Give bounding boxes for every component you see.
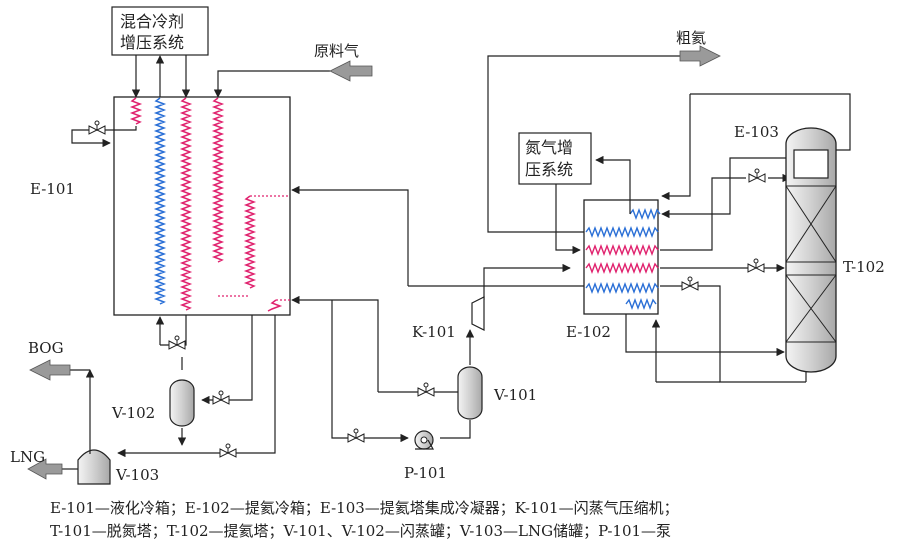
t102-column	[785, 127, 837, 373]
e102-cold-2	[585, 226, 659, 238]
crude-helium-arrow	[679, 45, 721, 67]
v101-vessel	[457, 366, 483, 420]
lng-arrow	[27, 458, 63, 480]
v103-label: V-103	[115, 466, 159, 484]
bog-label: BOG	[28, 339, 64, 357]
feed-hot-stream-2	[243, 195, 257, 289]
n2-compression-box	[518, 132, 592, 185]
n2-box-line1: 氮气增	[525, 138, 573, 157]
n2-box-line2: 压系统	[525, 160, 573, 179]
bog-arrow	[29, 359, 71, 381]
valve-t102-low	[681, 276, 699, 291]
e103-condenser	[793, 149, 829, 179]
mr-compression-box	[111, 6, 209, 56]
e102-cold-box	[583, 199, 659, 315]
e102-cold-4	[625, 298, 657, 310]
p101-label: P-101	[404, 464, 447, 482]
t102-label: T-102	[843, 258, 885, 276]
mr-hot-stream-1	[129, 97, 143, 125]
v102-label: V-102	[111, 404, 155, 422]
valve-t102-top	[748, 168, 766, 183]
e102-hot-2	[585, 262, 659, 274]
lng-label: LNG	[10, 448, 45, 466]
mr-box-line1: 混合冷剂	[120, 12, 184, 31]
e102-hot-1	[585, 244, 659, 256]
valve-t102-mid	[747, 258, 765, 273]
crude-helium-label: 粗氦	[676, 29, 706, 47]
valve-v101	[417, 382, 435, 397]
feed-gas-label: 原料气	[314, 42, 359, 60]
e102-cold-3	[585, 282, 659, 294]
valve-lng	[219, 443, 237, 458]
mr-hot-stream-2	[179, 97, 193, 311]
e101-label: E-101	[30, 180, 75, 198]
feed-gas-arrow	[329, 60, 373, 82]
e103-label: E-103	[734, 123, 779, 141]
legend-line-2: T-101—脱氮塔；T-102—提氦塔；V-101、V-102—闪蒸罐；V-10…	[50, 522, 672, 540]
valve-v102	[212, 390, 230, 405]
e102-cold-1	[629, 208, 661, 220]
e102-label: E-102	[566, 323, 611, 341]
mr-cold-stream	[153, 97, 167, 305]
t102-packing	[785, 185, 837, 343]
valve-e101-left	[88, 120, 106, 135]
feed-hot-stream-3	[267, 299, 283, 312]
v101-label: V-101	[493, 386, 537, 404]
v103-tank	[77, 449, 111, 485]
k101-label: K-101	[412, 323, 456, 341]
legend-line-1: E-101—液化冷箱；E-102—提氦冷箱；E-103—提氦塔集成冷凝器；K-1…	[50, 499, 679, 517]
e101-cold-box	[113, 96, 291, 316]
feed-hot-stream	[211, 97, 225, 263]
mr-box-line2: 增压系统	[120, 33, 184, 52]
valve-pump	[347, 428, 365, 443]
p101-pump	[414, 430, 435, 450]
v102-vessel	[169, 379, 195, 427]
k101-compressor	[471, 296, 485, 331]
valve-e101-bottom	[168, 335, 186, 350]
